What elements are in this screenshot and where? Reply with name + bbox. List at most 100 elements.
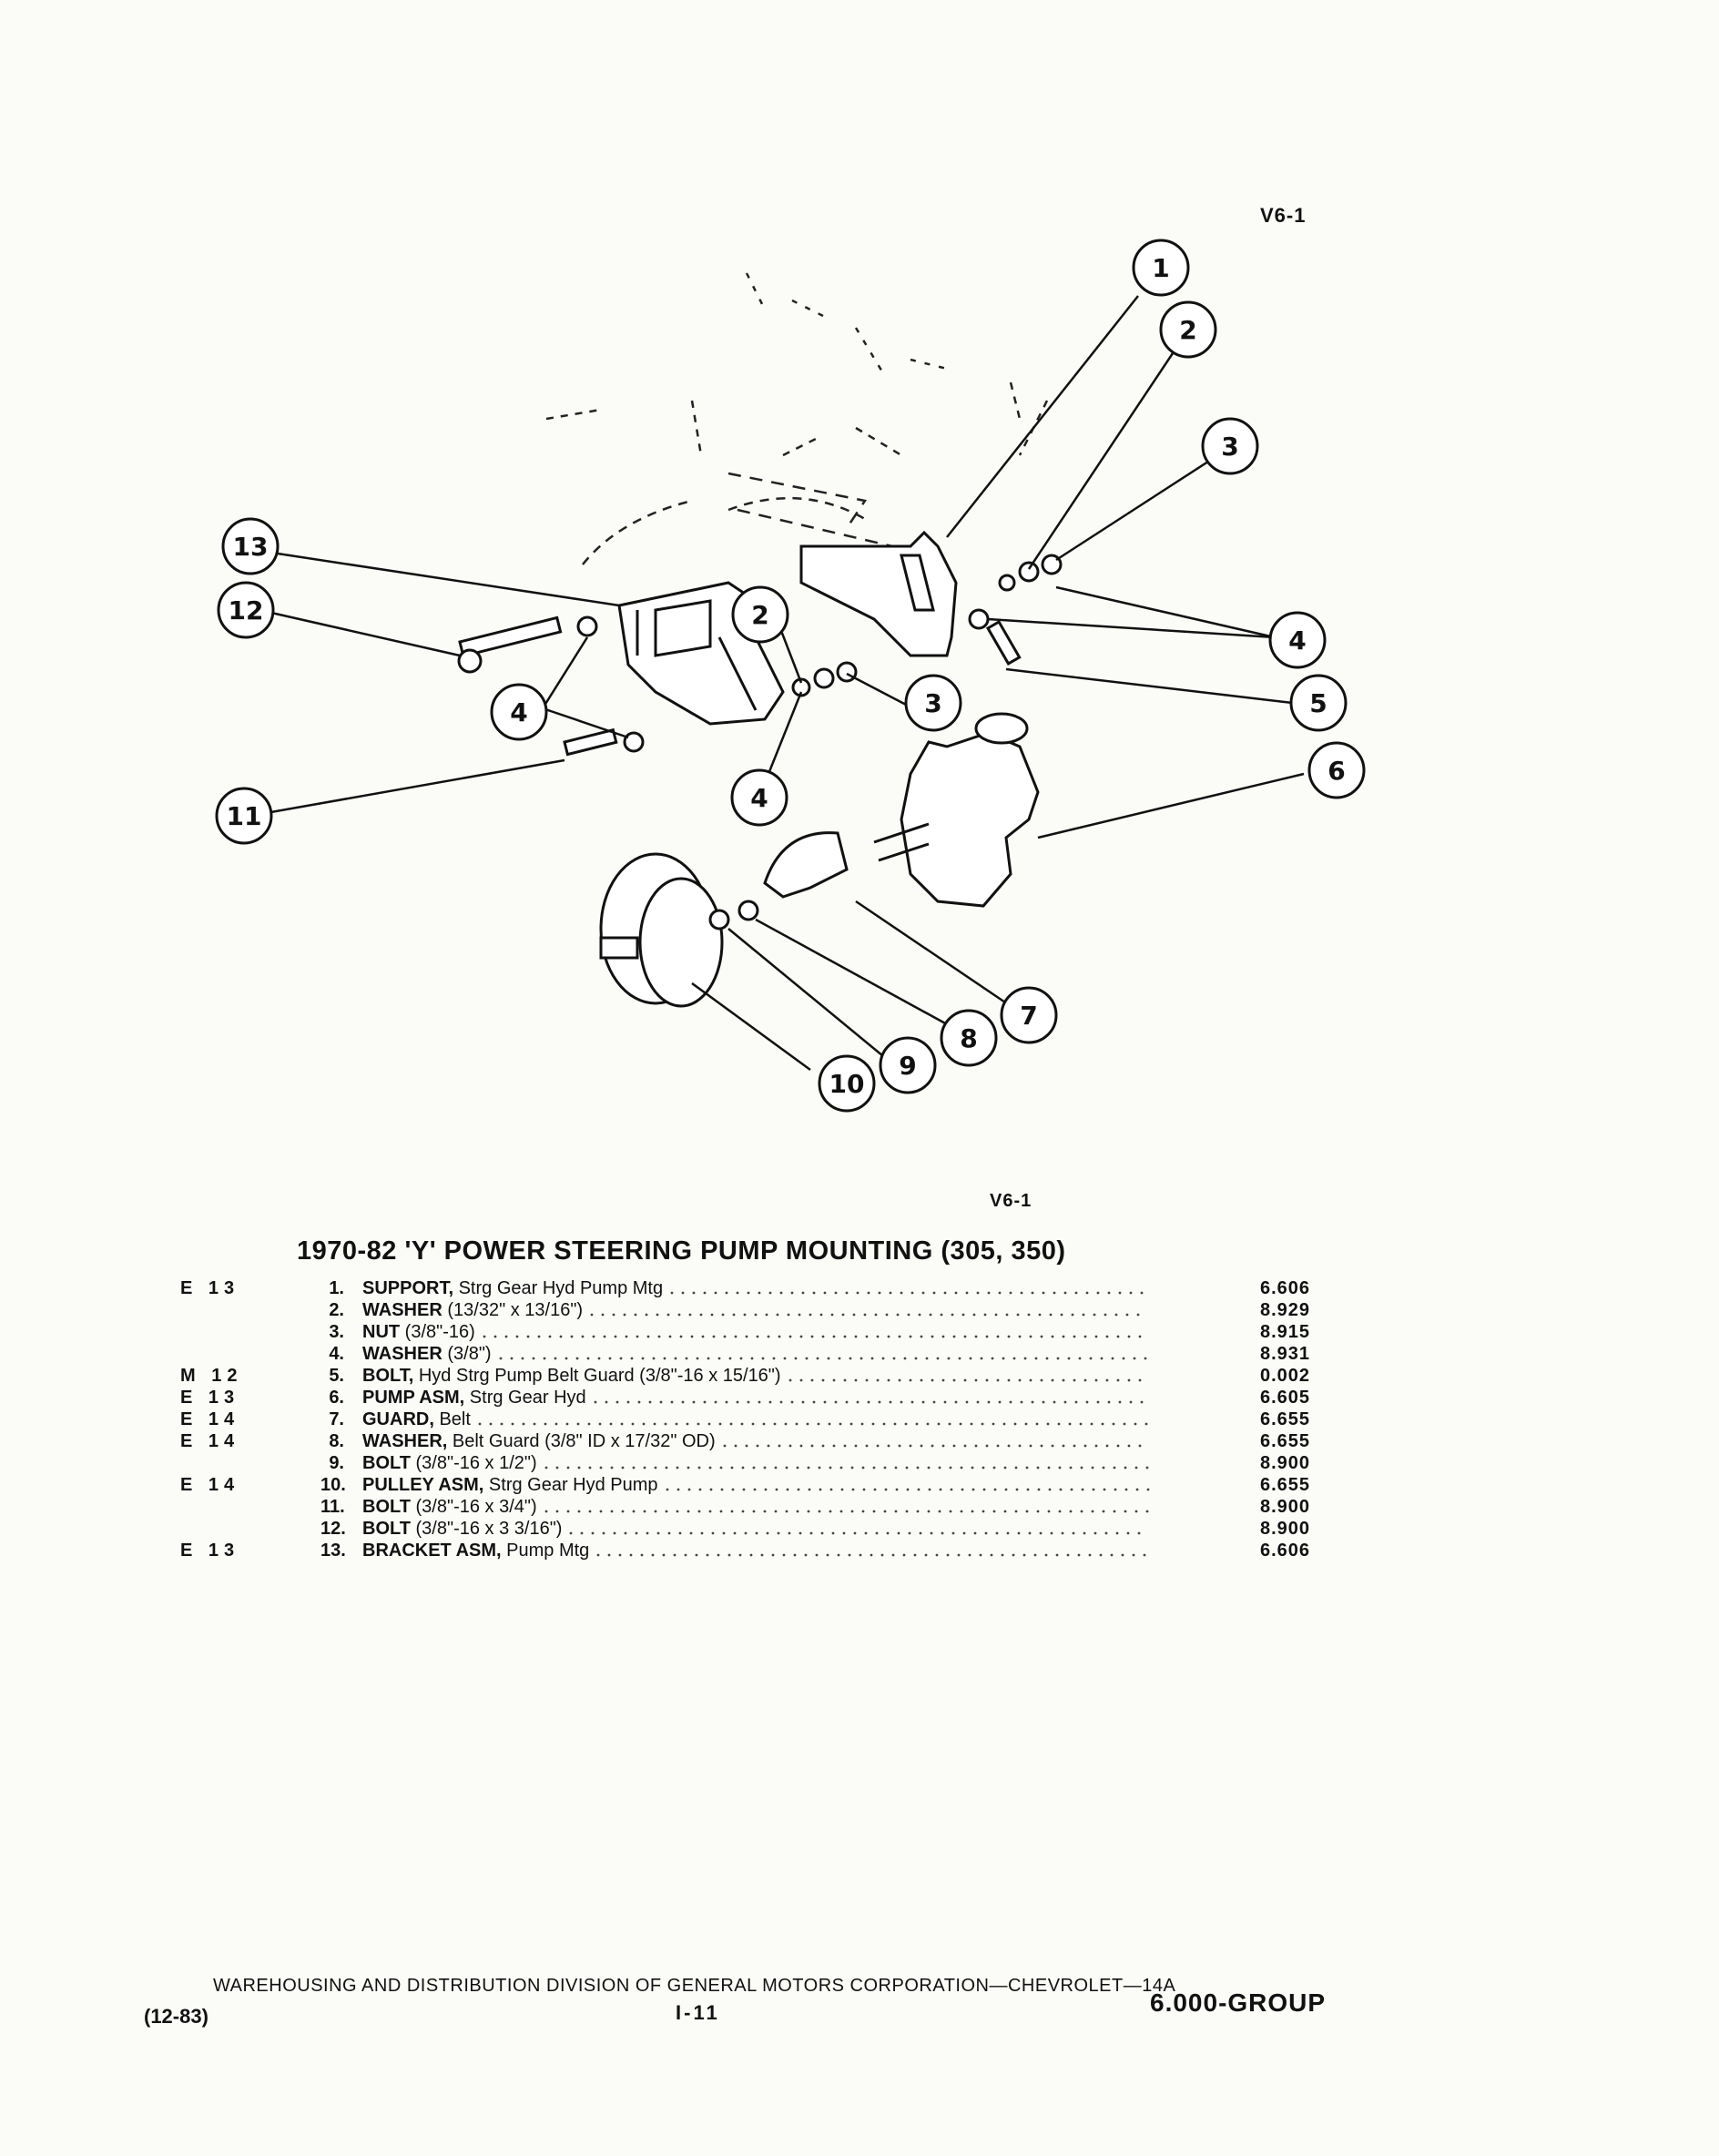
leader-dot [687,1510,690,1513]
leader-dot [783,1357,787,1360]
pulley [599,852,759,1008]
leader-dot [903,1357,907,1360]
leader-dot [839,1466,843,1470]
leader-dot [1144,1357,1147,1360]
leader-dot [1004,1488,1008,1491]
leader-dot [1122,1357,1125,1360]
leader-dot [511,1422,514,1426]
callout-label-7: 7 [1020,1001,1037,1031]
leader-dot [730,1510,734,1513]
leader-dot [749,1553,753,1557]
leader-dot [732,1313,736,1317]
part-description: WASHER, Belt Guard (3/8" ID x 17/32" OD) [362,1431,716,1452]
leader-dot [948,1422,951,1426]
leader-dot [1107,1291,1111,1295]
callout-label-6: 6 [1327,756,1345,786]
leader-dot [623,1313,626,1317]
leader-dot [799,1335,803,1338]
leader-dot [949,1466,952,1470]
leader-dot [681,1291,685,1295]
leader-dot [950,1488,953,1491]
leader-dot [657,1335,661,1338]
leader-dot [843,1378,847,1382]
leader-dot [1082,1313,1085,1317]
leader-dot [654,1466,657,1470]
leader-dot [666,1313,670,1317]
leader-dot [1051,1378,1054,1382]
leader-dot [943,1400,947,1404]
leader-dot [588,1510,592,1513]
leader-dot [881,1357,885,1360]
leader-dot [1066,1553,1070,1557]
leader-dot [821,1444,825,1448]
leader-dot [992,1422,995,1426]
leader-dot [651,1553,655,1557]
leader-dot [1140,1400,1144,1404]
leader-dot [876,1444,880,1448]
leader-dot [1067,1357,1071,1360]
part-detail: (3/8") [442,1344,492,1364]
leader-dot [887,1378,890,1382]
leader-dot [1085,1400,1089,1404]
leader-dot [569,1531,573,1535]
leader-dot [829,1488,833,1491]
part-row: M 12 5. BOLT, Hyd Strg Pump Belt Guard (… [0,1366,1719,1388]
part-row: E 14 8. WASHER, Belt Guard (3/8" ID x 17… [0,1431,1719,1454]
leader-dot [821,1335,825,1338]
leader-dot [717,1357,721,1360]
leader-dot [730,1466,734,1470]
part-name: NUT [362,1322,401,1342]
callout-9 [879,1036,937,1094]
leader-dot [629,1553,633,1557]
leader-dot [1016,1313,1020,1317]
leader-dot [703,1291,707,1295]
leader-dot [1009,1291,1012,1295]
leader-dot [968,1553,971,1557]
part-detail: (3/8"-16 x 3 3/16") [410,1519,563,1539]
leader-dot [839,1510,843,1513]
leader-dot [834,1400,838,1404]
footer-date: (12-83) [144,2005,209,2028]
leader-dot [873,1488,877,1491]
part-code: E 14 [180,1409,240,1429]
leader-dot [861,1510,865,1513]
leader-dot [979,1553,982,1557]
leader-dot [996,1378,1000,1382]
part-name: PULLEY ASM, [362,1475,484,1495]
part-number: 9. [329,1453,344,1473]
leader-dot [974,1378,978,1382]
leader-dot [1068,1422,1072,1426]
leader-dot [870,1553,873,1557]
leader-dot [760,1553,764,1557]
leader-dot [906,1488,910,1491]
leader-dot [1077,1553,1081,1557]
leader-dot [742,1488,746,1491]
leader-dot [915,1422,919,1426]
leader-dot [1057,1422,1061,1426]
leader-dot [1099,1553,1103,1557]
leader-dot [1129,1400,1133,1404]
leader-dot [668,1335,672,1338]
leader-dot [707,1357,710,1360]
leader-dot [909,1444,912,1448]
fasteners [457,554,1063,757]
leader-dot [586,1357,590,1360]
leader-dot [1034,1357,1038,1360]
leader-dot [483,1335,486,1338]
leader-dot [996,1444,1000,1448]
leader-dot [927,1466,931,1470]
leader-dot [925,1357,929,1360]
leader-dot [1003,1510,1007,1513]
leader-dot [880,1553,884,1557]
leader-dot [864,1531,868,1535]
part-description: WASHER (13/32" x 13/16") [362,1300,583,1321]
leader-dot [580,1531,584,1535]
leader-dot [725,1291,728,1295]
leader-dot [818,1510,821,1513]
leader-dot [707,1422,711,1426]
leader-dot [973,1531,977,1535]
leader-dot [1033,1553,1037,1557]
exploded-view-diagram: 1 2 3 13 12 2 3 4 4 5 6 4 11 7 8 9 10 [215,239,1366,1113]
leader-dot [1127,1335,1131,1338]
leader-dot [898,1378,901,1382]
